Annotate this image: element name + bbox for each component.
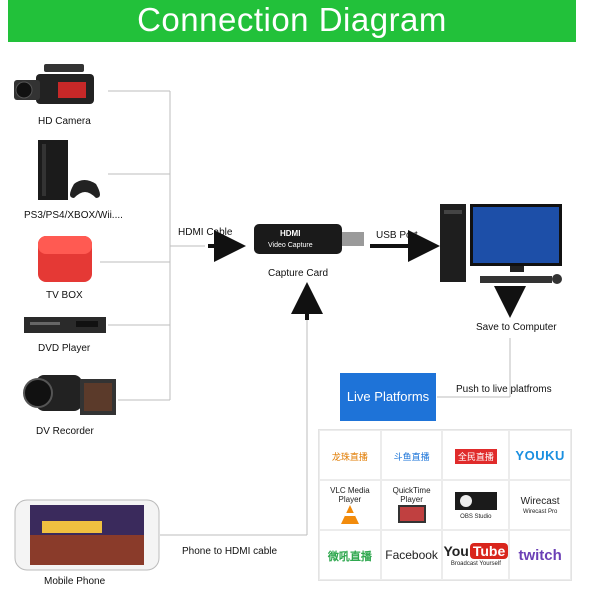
mobile-phone-icon bbox=[14, 499, 160, 571]
edge-label-hdmi: HDMI Cable bbox=[178, 227, 233, 238]
wirecast-logo: Wirecast Wirecast Pro bbox=[509, 480, 571, 530]
quicktime-screen-icon bbox=[397, 505, 426, 523]
game-console-icon bbox=[38, 140, 100, 200]
page-title: Connection Diagram bbox=[8, 0, 576, 42]
device-label: DVD Player bbox=[38, 343, 91, 354]
weibo-live-logo: 微吼直播 bbox=[319, 530, 381, 580]
device-label: Mobile Phone bbox=[44, 576, 106, 587]
device-label: HD Camera bbox=[38, 116, 91, 127]
capture-card-icon: HDMI Video Capture bbox=[254, 224, 364, 254]
vlc-cone-icon bbox=[340, 505, 359, 524]
longzhu-logo: 龙珠直播 bbox=[319, 430, 381, 480]
facebook-logo: facebook-logo Facebook bbox=[380, 530, 443, 580]
capture-card-brand: HDMI bbox=[280, 229, 300, 238]
dv-recorder-icon bbox=[23, 375, 116, 415]
computer-icon bbox=[440, 204, 562, 284]
vlc-icon: VLC Media Player bbox=[319, 480, 381, 530]
hd-camera-icon bbox=[14, 64, 94, 104]
tv-box-icon bbox=[38, 236, 92, 282]
quicktime-icon: QuickTime Player bbox=[380, 480, 443, 530]
obs-icon: OBS Studio bbox=[442, 480, 510, 530]
platform-grid: 龙珠直播 斗鱼直播 全民直播 YOUKU VLC Media Player Qu… bbox=[318, 429, 572, 581]
live-platforms-box: Live Platforms bbox=[340, 373, 436, 421]
edge-label-push: Push to live platfroms bbox=[456, 384, 552, 395]
edge-label-save: Save to Computer bbox=[476, 322, 557, 333]
twitch-logo: twitch bbox=[509, 530, 571, 580]
obs-logo-icon bbox=[454, 492, 497, 510]
dvd-player-icon bbox=[24, 317, 106, 333]
edge-label-usb: USB Port bbox=[376, 230, 418, 241]
douyu-logo: 斗鱼直播 bbox=[380, 430, 443, 480]
capture-card-label: Capture Card bbox=[268, 268, 329, 279]
capture-card-text: Video Capture bbox=[268, 242, 313, 249]
device-label: TV BOX bbox=[46, 290, 83, 301]
device-label: PS3/PS4/XBOX/Wii.... bbox=[24, 210, 123, 221]
youku-logo: YOUKU bbox=[509, 430, 571, 480]
edge-label-phone: Phone to HDMI cable bbox=[182, 546, 278, 557]
device-label: DV Recorder bbox=[36, 426, 94, 437]
quanmin-logo: 全民直播 bbox=[442, 430, 510, 480]
